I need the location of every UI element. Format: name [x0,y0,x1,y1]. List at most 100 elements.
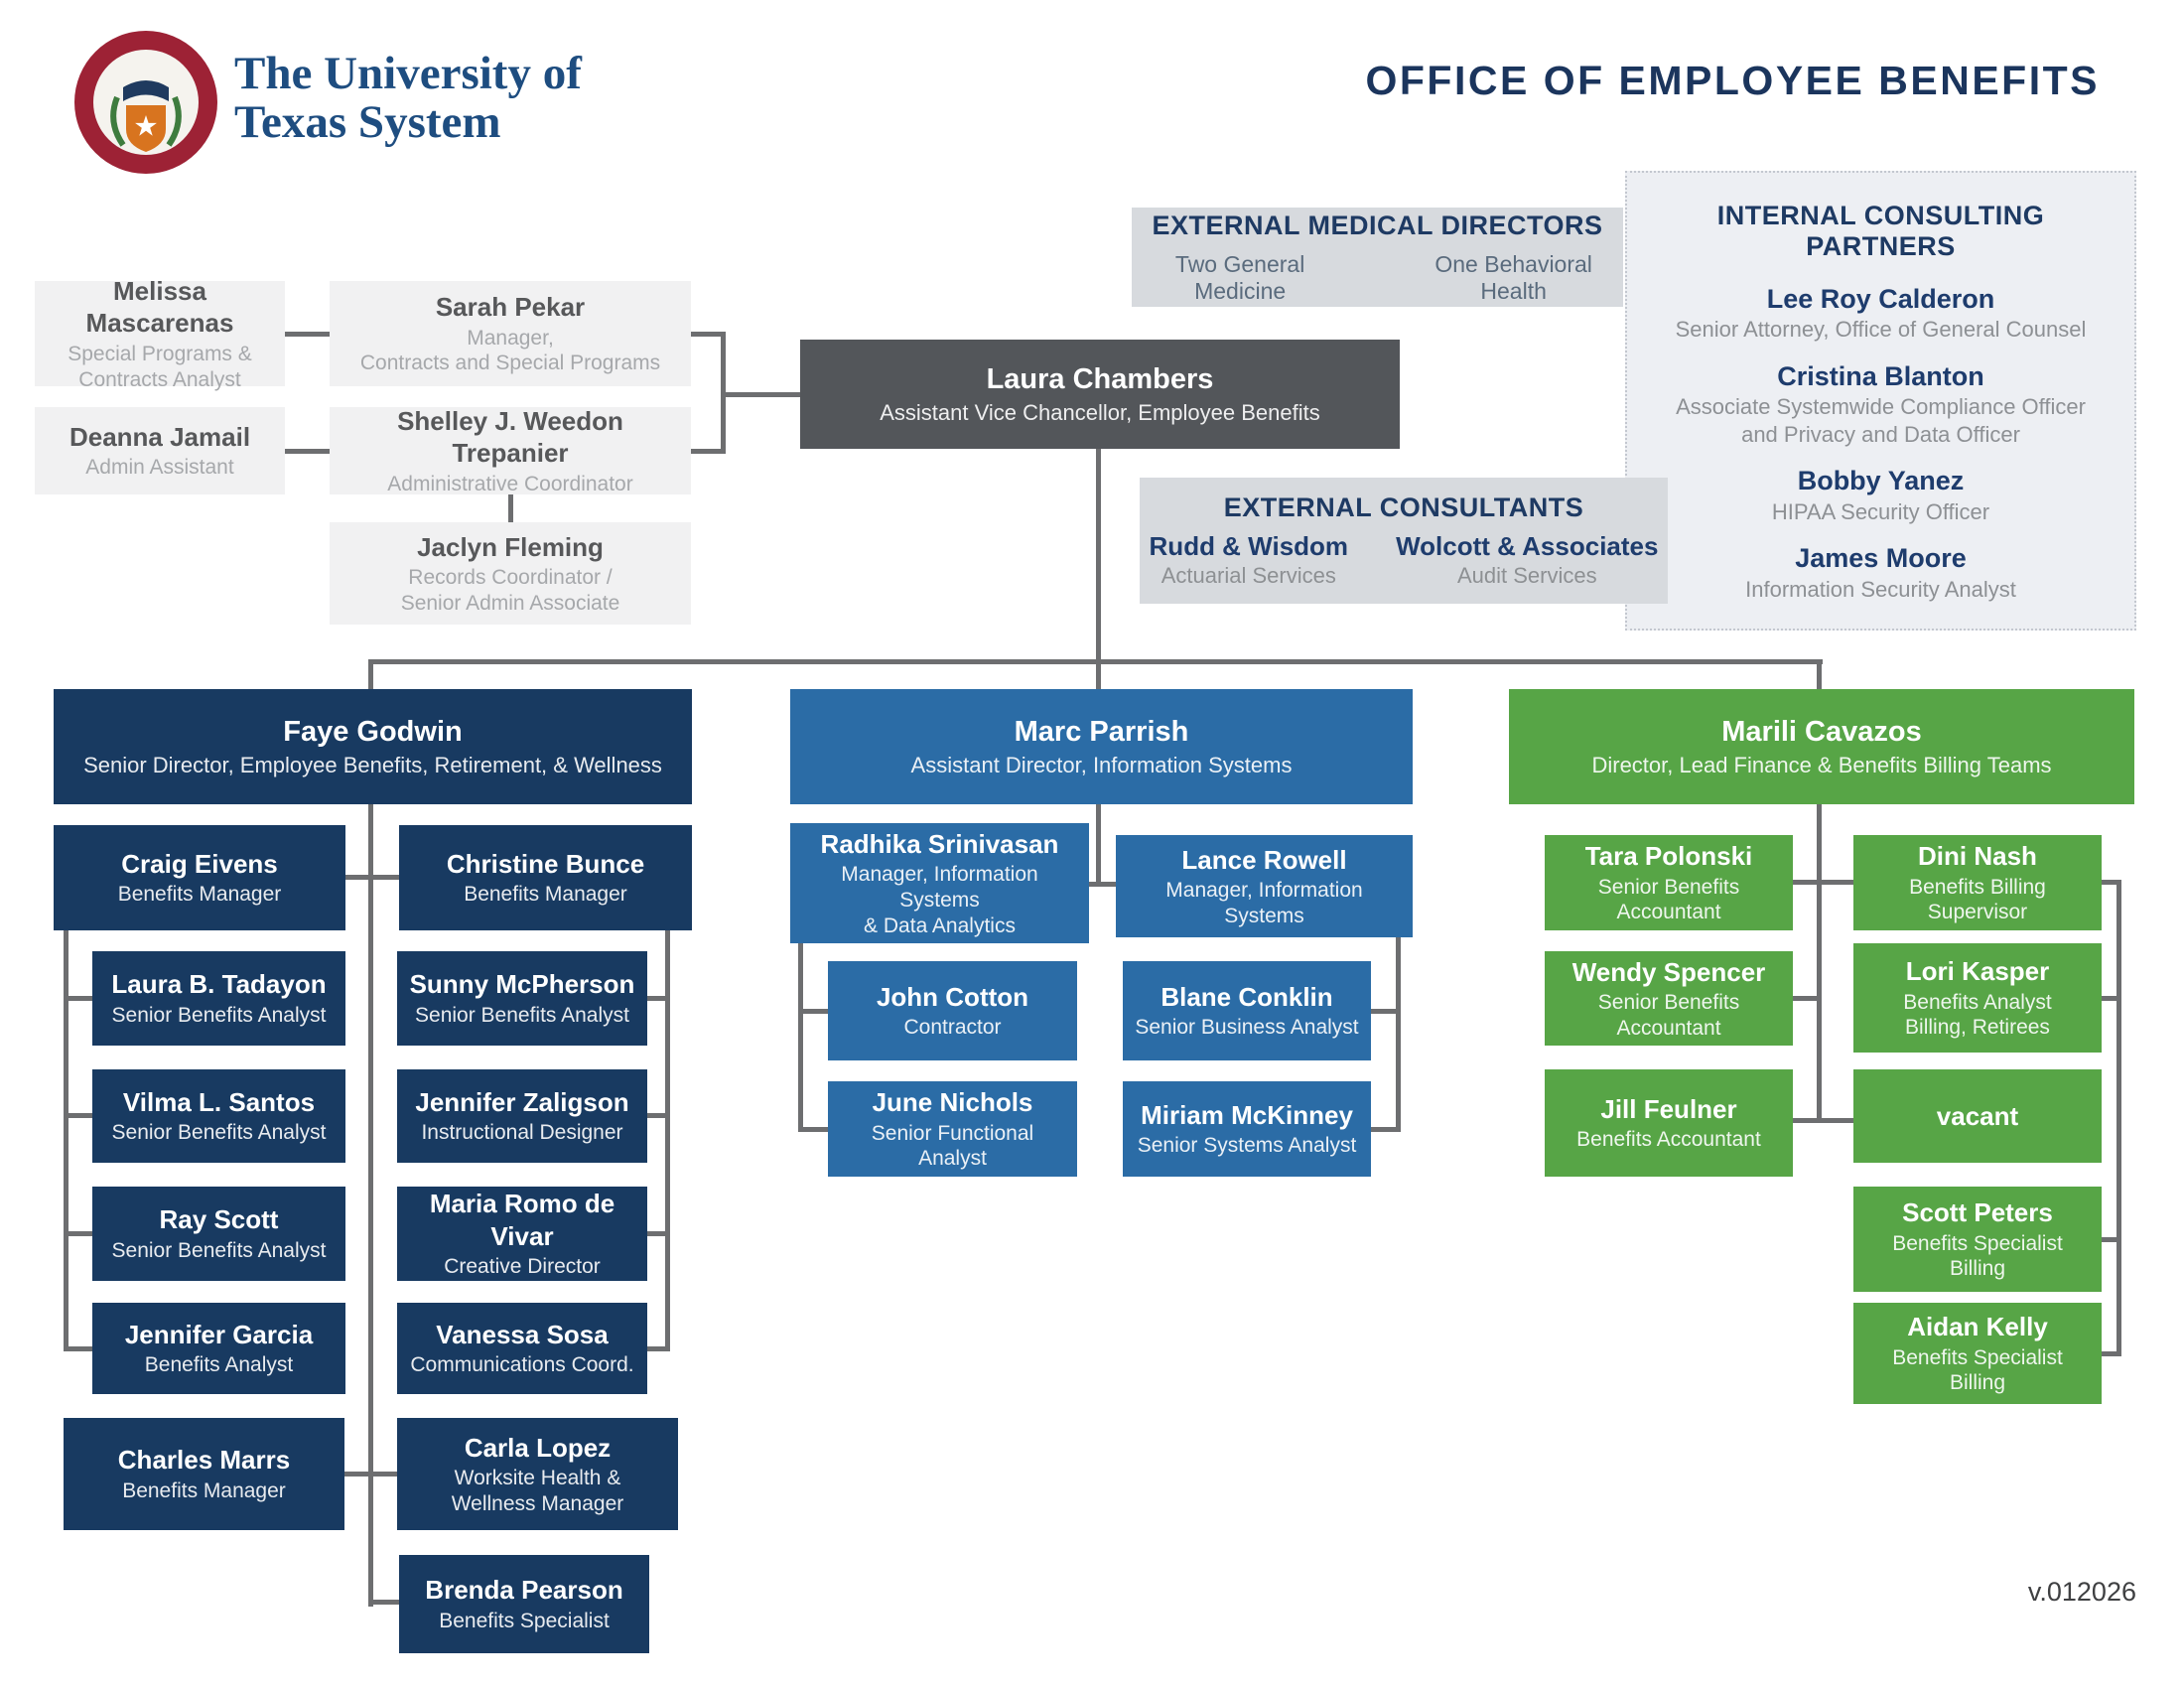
person-name: Lori Kasper [1905,956,2050,987]
medical-director-item: One Behavioral Health [1434,250,1592,304]
person-name: Vanessa Sosa [436,1319,609,1349]
connector [64,1346,92,1351]
person-title: Benefits Specialist Billing [1892,1345,2063,1395]
page-title: OFFICE OF EMPLOYEE BENEFITS [1365,58,2100,103]
connector [64,1231,92,1236]
person-name: Sunny McPherson [409,969,635,1000]
box-radhika-srinivasan: Radhika Srinivasan Manager, Information … [790,823,1089,943]
box-jennifer-zaligson: Jennifer Zaligson Instructional Designer [397,1069,647,1163]
box-john-cotton: John Cotton Contractor [828,961,1077,1060]
connector [1396,937,1401,1132]
university-wordmark: The University of Texas System [234,49,582,148]
person-title: Senior Benefits Analyst [111,1238,327,1262]
person-title: Director, Lead Finance & Benefits Billin… [1591,752,2052,777]
connector [345,875,399,880]
consultant-firm: Rudd & Wisdom Actuarial Services [1150,531,1349,589]
panel-header: INTERNAL CONSULTING PARTNERS [1716,201,2045,261]
connector [798,943,803,1132]
connector [285,449,330,454]
connector [1096,449,1101,689]
person-name: Laura Chambers [986,363,1214,396]
connector [2102,996,2121,1001]
connector [1817,659,1822,689]
connector [1793,1118,1853,1123]
box-brenda-pearson: Brenda Pearson Benefits Specialist [399,1555,649,1653]
person-name: Laura B. Tadayon [111,969,327,1000]
person-name: Carla Lopez [464,1432,612,1463]
connector [798,1127,828,1132]
connector [1817,804,1822,1123]
panel-header: EXTERNAL CONSULTANTS [1223,492,1584,522]
person-title: Records Coordinator / Senior Admin Assoc… [400,566,620,615]
person-title: Administrative Coordinator [387,472,633,495]
person-name: Jennifer Garcia [124,1319,314,1349]
box-dini-nash: Dini Nash Benefits Billing Supervisor [1853,835,2102,930]
box-carla-lopez: Carla Lopez Worksite Health & Wellness M… [397,1418,678,1530]
person-name: Wendy Spencer [1571,956,1766,987]
person-title: Manager, Information Systems & Data Anal… [841,863,1038,937]
connector [647,1231,670,1236]
firm-service: Actuarial Services [1160,563,1336,588]
medical-director-item: Two General Medicine [1174,250,1305,304]
person-title: Admin Assistant [85,456,234,480]
person-name: Craig Eivens [121,848,278,879]
person-name: Aidan Kelly [1907,1312,2048,1342]
person-name: Jaclyn Fleming [417,531,604,562]
person-name: Vilma L. Santos [122,1086,316,1117]
person-title: Benefits Specialist [439,1609,610,1632]
connector [1371,1009,1401,1014]
person-name: Miriam McKinney [1141,1099,1353,1130]
person-name: John Cotton [876,981,1029,1012]
person-title: Associate Systemwide Compliance Officer … [1676,394,2086,447]
person-title: Information Security Analyst [1745,576,2016,602]
person-title: HIPAA Security Officer [1771,498,1990,524]
box-vilma-santos: Vilma L. Santos Senior Benefits Analyst [92,1069,345,1163]
person-title: Benefits Manager [122,1478,286,1502]
box-shelley-weedon-trepanier: Shelley J. Weedon Trepanier Administrati… [330,406,691,495]
ut-system-seal-logo [74,31,217,174]
person-name: Jennifer Zaligson [415,1086,629,1117]
connector [2102,880,2121,885]
person-title: Creative Director [444,1255,601,1279]
box-tara-polonski: Tara Polonski Senior Benefits Accountant [1545,835,1793,930]
box-marc-parrish: Marc Parrish Assistant Director, Informa… [790,689,1413,804]
box-christine-bunce: Christine Bunce Benefits Manager [399,825,692,930]
person-name: June Nichols [872,1087,1033,1118]
box-jennifer-garcia: Jennifer Garcia Benefits Analyst [92,1303,345,1394]
person-title: Benefits Billing Supervisor [1909,875,2046,924]
box-miriam-mckinney: Miriam McKinney Senior Systems Analyst [1123,1081,1371,1177]
firm-name: Rudd & Wisdom [1149,531,1349,561]
partner-entry: Cristina Blanton Associate Systemwide Co… [1676,360,2086,448]
person-title: Special Programs & Contracts Analyst [68,342,252,391]
person-name: Christine Bunce [446,848,645,879]
firm-name: Wolcott & Associates [1396,531,1659,561]
person-name: vacant [1936,1100,2019,1131]
box-marili-cavazos: Marili Cavazos Director, Lead Finance & … [1509,689,2134,804]
box-sarah-pekar: Sarah Pekar Manager, Contracts and Speci… [330,281,691,386]
connector [508,494,513,522]
person-title: Benefits Analyst Billing, Retirees [1903,990,2052,1040]
connector [368,804,373,1607]
internal-consulting-partners-panel: INTERNAL CONSULTING PARTNERS Lee Roy Cal… [1625,171,2136,631]
person-name: Faye Godwin [283,716,463,749]
connector [1089,882,1116,887]
connector [647,996,670,1001]
box-charles-marrs: Charles Marrs Benefits Manager [64,1418,344,1530]
connector [798,1009,828,1014]
external-medical-directors-panel: EXTERNAL MEDICAL DIRECTORS Two General M… [1132,208,1623,307]
box-jaclyn-fleming: Jaclyn Fleming Records Coordinator / Sen… [330,522,691,625]
connector [647,1346,670,1351]
connector [691,332,726,337]
consultant-firm: Wolcott & Associates Audit Services [1396,531,1658,589]
consultant-firms: Rudd & Wisdom Actuarial Services Wolcott… [1150,531,1659,589]
box-maria-romo-de-vivar: Maria Romo de Vivar Creative Director [397,1187,647,1281]
box-june-nichols: June Nichols Senior Functional Analyst [828,1081,1077,1177]
person-name: Ray Scott [159,1204,279,1235]
connector [368,659,373,689]
person-name: Sarah Pekar [435,292,586,323]
connector [721,392,800,397]
person-title: Senior Benefits Accountant [1597,991,1740,1040]
person-title: Senior Systems Analyst [1137,1134,1357,1158]
person-name: Maria Romo de Vivar [429,1189,615,1251]
